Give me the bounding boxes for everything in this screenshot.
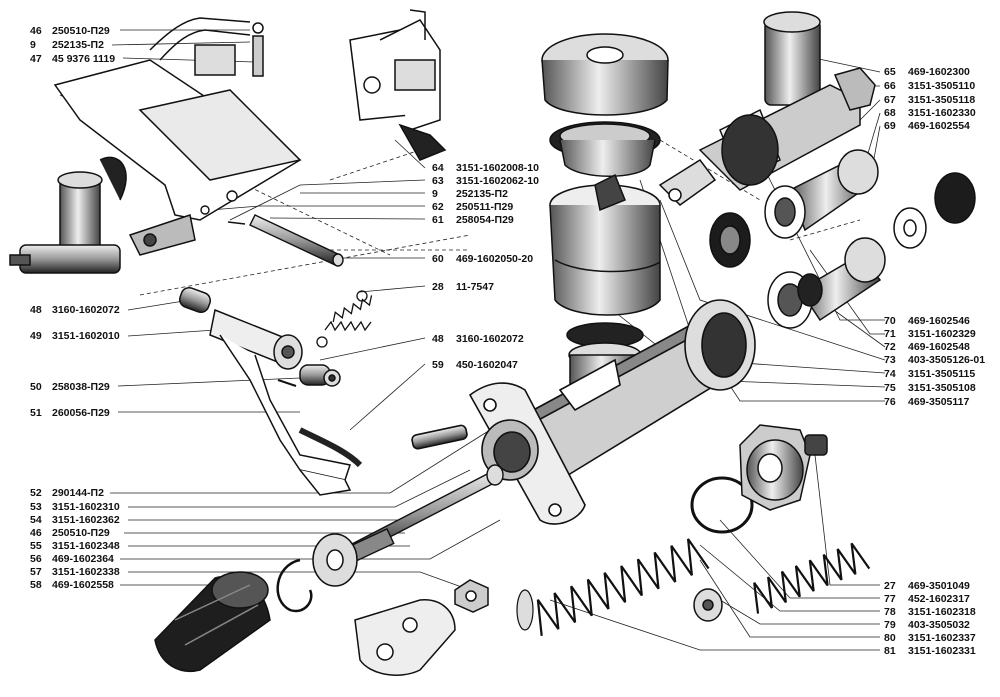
seal-67 bbox=[709, 212, 751, 268]
spring-81 bbox=[516, 538, 710, 637]
pedal-bracket-assembly bbox=[9, 17, 302, 274]
pedal-stop-bracket bbox=[349, 9, 447, 161]
seal-69 bbox=[934, 172, 976, 224]
valve-79 bbox=[693, 588, 723, 622]
spring-80 bbox=[753, 542, 871, 614]
push-rod bbox=[336, 464, 504, 568]
return-spring bbox=[316, 290, 373, 348]
pivot-pin bbox=[200, 190, 344, 267]
clevis-fork bbox=[354, 599, 456, 676]
piston-70 bbox=[767, 237, 886, 329]
washer-54 bbox=[312, 533, 358, 587]
fitting-27 bbox=[739, 424, 828, 511]
washer-68 bbox=[893, 207, 927, 249]
leader-lines bbox=[59, 29, 886, 651]
ring-72 bbox=[797, 273, 823, 307]
nut-57 bbox=[454, 579, 489, 613]
slave-cylinder-assembly bbox=[658, 11, 876, 206]
piston-66 bbox=[764, 149, 879, 239]
protective-boot bbox=[154, 571, 271, 672]
o-ring-78 bbox=[690, 476, 754, 534]
retaining-ring bbox=[276, 558, 313, 613]
reservoir-body bbox=[549, 139, 661, 386]
clutch-pedal bbox=[178, 286, 363, 496]
reservoir-cap bbox=[541, 33, 669, 159]
